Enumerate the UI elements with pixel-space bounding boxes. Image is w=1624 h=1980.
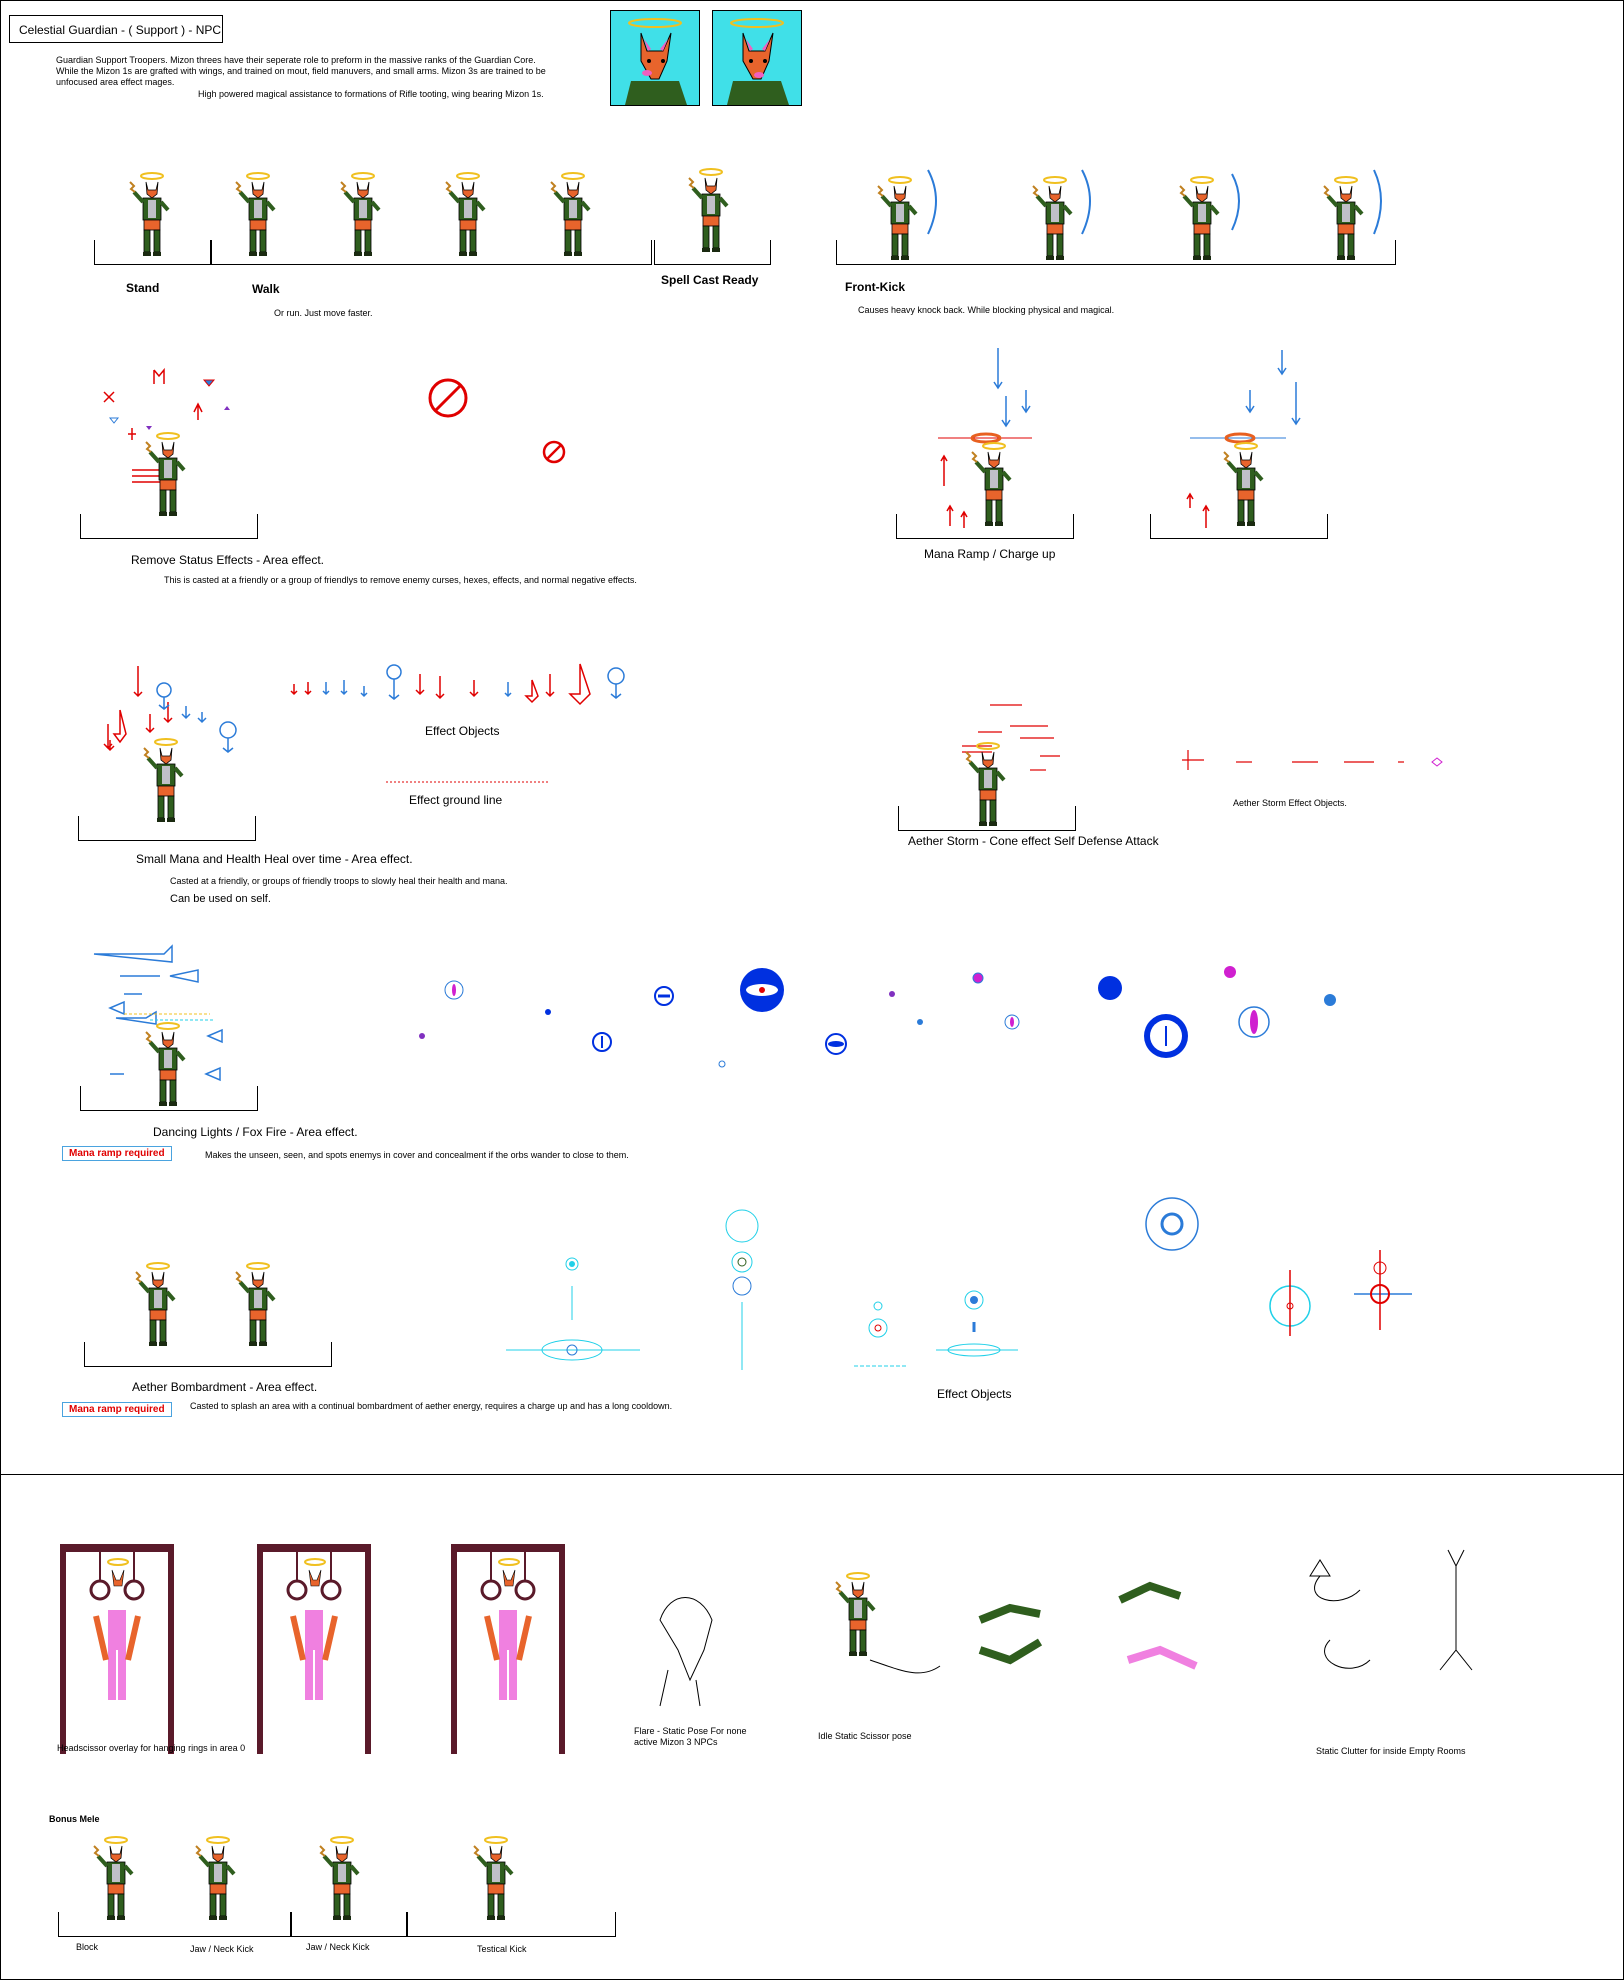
jaw-kick-sprite-2 [318, 1835, 360, 1922]
section-divider [0, 1474, 1624, 1475]
remove-status-sprite [144, 431, 186, 518]
aether-storm-objects-label: Aether Storm Effect Objects. [1233, 798, 1347, 808]
bonus-bracket-1 [58, 1912, 292, 1937]
spell-bracket [654, 240, 771, 265]
bonus-bracket-2 [290, 1912, 408, 1937]
heal-label: Small Mana and Health Heal over time - A… [136, 852, 413, 866]
ring-rig-2 [257, 1544, 371, 1754]
block-sprite [92, 1835, 134, 1922]
headscissor-label: Headscissor overlay for hanging rings in… [57, 1743, 246, 1753]
remove-status-label: Remove Status Effects - Area effect. [131, 553, 324, 567]
flare-outline-sprite [659, 1597, 713, 1707]
bombardment-sprite-1 [134, 1261, 176, 1348]
bombardment-label: Aether Bombardment - Area effect. [132, 1380, 318, 1394]
flare-label-1: Flare - Static Pose For none [634, 1726, 747, 1736]
row1-sprites [128, 167, 1382, 262]
walk-label: Walk [252, 282, 280, 296]
effect-ground-label: Effect ground line [409, 793, 503, 807]
bombardment-note: Casted to splash an area with a continua… [190, 1401, 673, 1411]
portrait-left [610, 10, 700, 106]
ring-rig-3 [451, 1544, 565, 1754]
bombardment-sprite-2 [234, 1261, 276, 1348]
walk-note: Or run. Just move faster. [274, 308, 373, 318]
effect-objects-label: Effect Objects [425, 724, 500, 738]
front-kick-bracket [836, 240, 1396, 265]
portrait-right [712, 10, 802, 106]
heal-note: Casted at a friendly, or groups of frien… [170, 876, 508, 886]
row5-sprites [134, 1197, 1412, 1370]
mana-ramp-required-badge-1: Mana ramp required [62, 1146, 172, 1161]
remove-status-note: This is casted at a friendly or a group … [164, 575, 637, 585]
aether-storm-bracket [898, 806, 1076, 831]
heal-self: Can be used on self. [170, 893, 271, 905]
heal-bracket [78, 816, 256, 841]
clutter-outline-sprites [1309, 1549, 1473, 1671]
stand-label: Stand [126, 281, 160, 295]
bonus-mele-title: Bonus Mele [49, 1814, 100, 1824]
jaw-kick-label-1: Jaw / Neck Kick [190, 1944, 254, 1954]
dancing-lights-note: Makes the unseen, seen, and spots enemys… [205, 1150, 629, 1160]
row3-sprites [103, 663, 1443, 828]
bombardment-effects-label: Effect Objects [937, 1387, 1012, 1401]
front-kick-label: Front-Kick [845, 280, 905, 294]
walk-bracket [210, 240, 652, 265]
testical-kick-label: Testical Kick [477, 1944, 527, 1954]
mana-ramp-label: Mana Ramp / Charge up [924, 547, 1056, 561]
jaw-kick-sprite-1 [194, 1835, 236, 1922]
clutter-label: Static Clutter for inside Empty Rooms [1316, 1746, 1466, 1756]
idle-scissor-label: Idle Static Scissor pose [818, 1731, 912, 1741]
spell-ready-label: Spell Cast Ready [661, 273, 759, 287]
mana-ramp-bracket-1 [896, 514, 1074, 539]
ring-rig-1 [60, 1544, 174, 1754]
intro-line-2: While the Mizon 1s are grafted with wing… [56, 66, 546, 76]
mana-ramp-bracket-2 [1150, 514, 1328, 539]
idle-scissor-sprite [834, 1571, 941, 1674]
stand-bracket [94, 240, 212, 265]
lower-sprites [60, 1544, 1473, 1754]
sheet-title: Celestial Guardian - ( Support ) - NPC [9, 15, 223, 43]
front-kick-note: Causes heavy knock back. While blocking … [858, 305, 1115, 315]
remove-status-bracket [80, 514, 258, 539]
testical-kick-sprite [472, 1835, 514, 1922]
intro-line-1: Guardian Support Troopers. Mizon threes … [56, 55, 536, 65]
dancing-lights-label: Dancing Lights / Fox Fire - Area effect. [153, 1125, 358, 1139]
row4-sprites [93, 944, 1336, 1108]
intro-sub: High powered magical assistance to forma… [198, 89, 544, 99]
mana-ramp-required-badge-2: Mana ramp required [62, 1402, 172, 1417]
bonus-bracket-3 [406, 1912, 616, 1937]
intro-line-3: unfocused area effect mages. [56, 77, 175, 87]
flare-label-2: active Mizon 3 NPCs [634, 1737, 718, 1747]
row2-sprites [103, 348, 1301, 528]
aether-storm-label: Aether Storm - Cone effect Self Defense … [908, 834, 1159, 848]
ground-sprites [978, 1581, 1198, 1670]
block-label: Block [76, 1942, 99, 1952]
dancing-lights-bracket [80, 1086, 258, 1111]
bombardment-bracket [84, 1342, 332, 1367]
heal-sprite [142, 737, 184, 824]
jaw-kick-label-2: Jaw / Neck Kick [306, 1942, 370, 1952]
